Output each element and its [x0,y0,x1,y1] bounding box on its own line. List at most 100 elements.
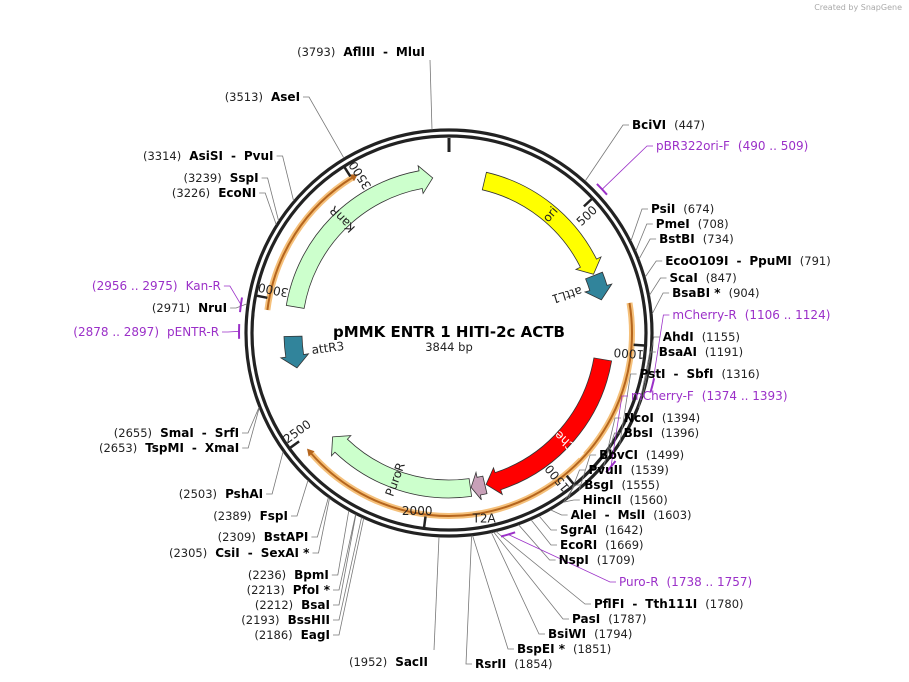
site-label-afliii: (3793)AflIII-MluI [297,45,425,59]
leader-line [429,59,433,130]
site-name: BsgI [584,478,613,492]
site-name: mCherry-F [631,389,694,403]
leader-line [603,417,621,466]
site-name: SspI [230,171,259,185]
site-name: Kan-R [186,279,221,293]
leader-line [312,498,330,554]
site-label-kanr-primer: (2956 .. 2975) Kan-R [92,279,221,293]
site-position: (2236) [248,568,286,582]
site-position: (847) [706,271,737,285]
site-labels: (3793)AflIII-MluI(3513)AseI(3314)AsiSI-P… [73,45,830,671]
site-name: EcoRI [560,538,597,552]
site-position: (3239) [184,171,222,185]
feature-attl1-label: attL1 [550,284,584,306]
site-label-bcivi: BciVI(447) [632,118,705,132]
tick-label-2000: 2000 [402,504,433,518]
leader-line [311,497,329,538]
leader-line [291,480,309,517]
site-name: MluI [396,45,425,59]
site-label-fspi: (2389)FspI [213,509,288,523]
site-position: (2389) [213,509,251,523]
site-label-pbr322-primer: pBR322ori-F(490 .. 509) [656,139,808,153]
primer-binding-mark [500,531,516,538]
site-label-bstapi: (2309)BstAPI [218,530,309,544]
leader-line [230,303,248,309]
site-label-eco0109i: EcoO109I-PpuMI(791) [665,254,831,268]
tick-label-1000: 1000 [613,345,644,361]
site-label-nspi: NspI(1709) [559,553,635,567]
site-name: SexAI * [261,546,310,560]
site-label-ecori: EcoRI(1669) [560,538,644,552]
site-name: pBR322ori-F [656,139,730,153]
site-name: CsiI [215,546,240,560]
site-name: MslI [618,508,646,522]
site-label-bspei: BspEI *(1851) [517,642,611,656]
site-position: (1738 .. 1757) [667,575,753,589]
site-name: BsiWI [548,627,586,641]
site-position: (708) [698,217,729,231]
site-name: - [248,546,253,560]
site-label-alei: AleI-MslI(1603) [571,508,692,522]
tick-mark-500 [583,197,593,208]
site-label-bsaai: BsaAI (1191) [659,345,743,359]
site-position: (1191) [705,345,743,359]
leader-line [638,238,657,260]
site-name: BsaBI * [672,286,721,300]
site-name: EcoO109I [665,254,728,268]
feature-ori-arrow [481,171,602,275]
leader-line [242,407,260,434]
leader-line [333,514,356,591]
feature-attl1-arrow [583,271,613,301]
site-name: BstAPI [264,530,309,544]
site-label-ncoi: NcoI(1394) [624,411,700,425]
site-position: (3793) [297,45,335,59]
leader-line [333,518,365,636]
leader-line [508,534,616,583]
site-name: - [192,441,197,455]
site-label-pfoi: (2213) PfoI * [247,583,331,597]
feature-mcherry-arrow [485,357,613,496]
site-position: (2971) [152,301,190,315]
leader-line [610,395,628,467]
site-name: PmeI [656,217,690,231]
site-name: SmaI [160,426,194,440]
primer-binding-mark [596,183,608,196]
leader-line [644,260,663,278]
site-position: (2956 .. 2975) [92,279,178,293]
site-position: (2213) [247,583,285,597]
site-name: PfoI * [293,583,331,597]
backbone [244,128,654,538]
site-label-bsgi: BsgI(1555) [584,478,660,492]
site-name: BciVI [632,118,666,132]
site-label-mcherryf-primer: mCherry-F(1374 .. 1393) [631,389,788,403]
site-label-bsshii: (2193)BssHII [241,613,330,627]
site-name: BpmI [294,568,329,582]
tick-label-3000: 3000 [257,280,290,300]
leader-line [261,177,279,221]
leader-line [266,451,284,495]
site-label-econi: (3226)EcoNI [172,186,256,200]
leader-line [619,373,637,445]
site-label-nrui: (2971)NruI [152,301,227,315]
site-name: pENTR-R [167,325,219,339]
site-name: PsiI [651,202,675,216]
tick-mark-3500 [343,166,352,178]
plasmid-title: pMMK ENTR 1 HITI-2c ACTB [333,323,565,341]
site-name: PvuI [244,149,274,163]
site-label-sacii: (1952)SacII [349,655,428,669]
site-label-asei: (3513)AseI [225,90,300,104]
site-position: (2878 .. 2897) [73,325,159,339]
primer-layer [238,183,656,538]
site-position: (1603) [653,508,691,522]
primer-binding-mark [239,297,243,313]
leader-line [433,536,440,651]
watermark: Created by SnapGene [814,3,902,12]
site-label-smai: (2655)SmaI-SrfI [114,426,239,440]
leader-line [550,509,568,516]
site-name: BsaAI [659,345,697,359]
site-position: (1780) [705,597,743,611]
site-position: (2503) [179,487,217,501]
site-position: (1316) [722,367,760,381]
site-name: EagI [301,628,330,642]
leader-line [603,432,621,467]
